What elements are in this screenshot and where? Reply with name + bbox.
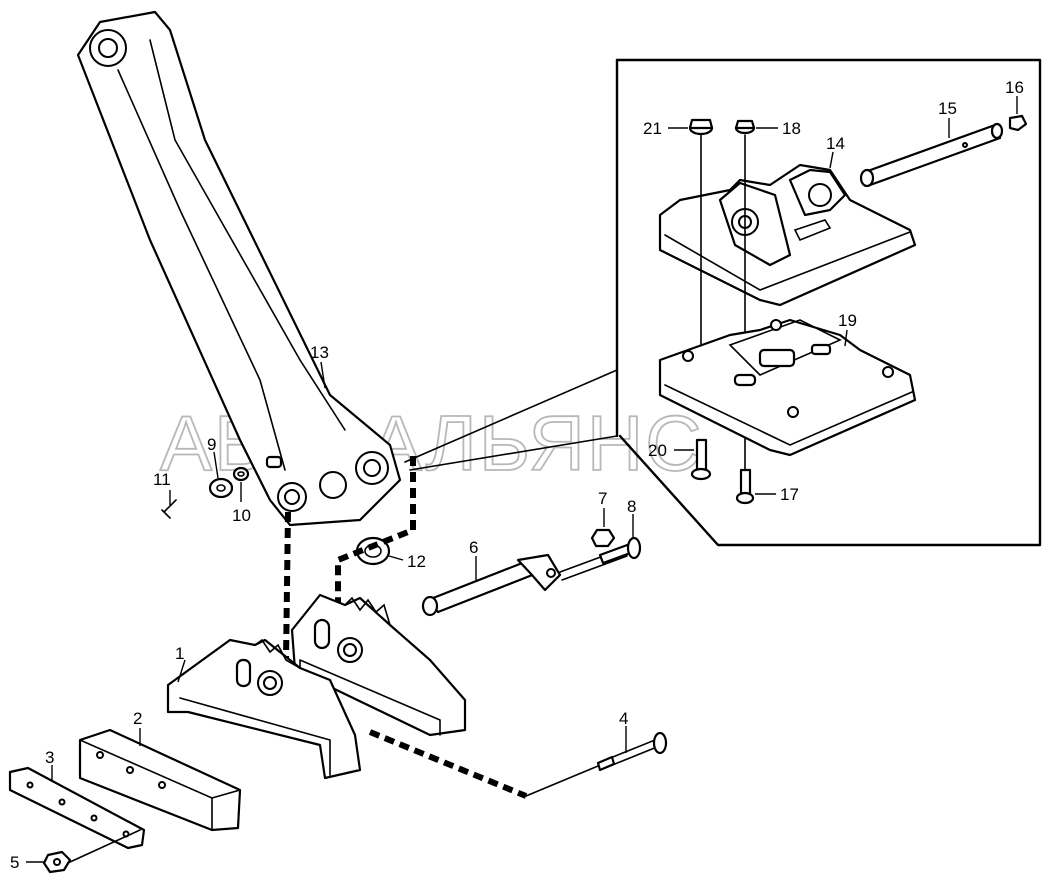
callout-1: 1 — [175, 644, 184, 663]
assembly-line-right — [335, 456, 416, 640]
callout-14: 14 — [826, 134, 845, 153]
callout-17: 17 — [780, 485, 799, 504]
callout-10: 10 — [232, 506, 251, 525]
nut-7 — [590, 528, 616, 548]
bolt-17 — [735, 468, 755, 505]
callout-15: 15 — [938, 99, 957, 118]
callout-9: 9 — [207, 435, 216, 454]
nut-18 — [734, 119, 756, 135]
callout-3: 3 — [45, 748, 54, 767]
bolt-20 — [690, 438, 712, 481]
boom-arm — [76, 10, 402, 527]
leader-19 — [844, 329, 848, 347]
callout-19: 19 — [838, 311, 857, 330]
callout-4: 4 — [619, 709, 628, 728]
assembly-line-bolt — [368, 729, 528, 799]
callout-2: 2 — [133, 709, 142, 728]
assembly-line-left — [283, 511, 291, 661]
pin-15 — [859, 122, 1004, 188]
washer-9 — [208, 477, 234, 499]
strip-3 — [8, 766, 146, 850]
bracket-front — [166, 638, 362, 780]
washer-10 — [232, 466, 250, 482]
leader-1 — [177, 659, 186, 683]
callout-5: 5 — [10, 853, 19, 872]
upper-bracket-14 — [658, 163, 917, 307]
pin-6 — [421, 553, 562, 617]
callout-6: 6 — [469, 538, 478, 557]
bolt-4-axis-line — [525, 765, 599, 797]
callout-16: 16 — [1005, 78, 1024, 97]
projection-line-upper — [404, 369, 618, 463]
detail-inset-frame — [615, 58, 1042, 547]
nut-5 — [42, 850, 72, 874]
leader-9 — [213, 451, 219, 479]
bolt-8 — [559, 536, 642, 581]
callout-12: 12 — [407, 552, 426, 571]
leader-12 — [388, 555, 404, 561]
callout-18: 18 — [782, 119, 801, 138]
callout-13: 13 — [310, 343, 329, 362]
callout-21: 21 — [643, 119, 662, 138]
callout-8: 8 — [627, 497, 636, 516]
lower-base-19 — [658, 318, 917, 457]
projection-line-lower — [409, 435, 618, 471]
leader-14 — [829, 151, 834, 169]
callout-20: 20 — [648, 441, 667, 460]
split-pin-11 — [161, 499, 177, 519]
bracket-rear — [290, 593, 467, 737]
pad-2 — [78, 728, 242, 832]
pin-clip-16 — [1008, 114, 1028, 132]
nut-5-axis-line — [69, 829, 141, 863]
bolt-4 — [596, 731, 668, 772]
callout-7: 7 — [598, 489, 607, 508]
callout-11: 11 — [153, 470, 171, 489]
nut-21 — [688, 118, 714, 136]
leader-13 — [320, 361, 326, 389]
